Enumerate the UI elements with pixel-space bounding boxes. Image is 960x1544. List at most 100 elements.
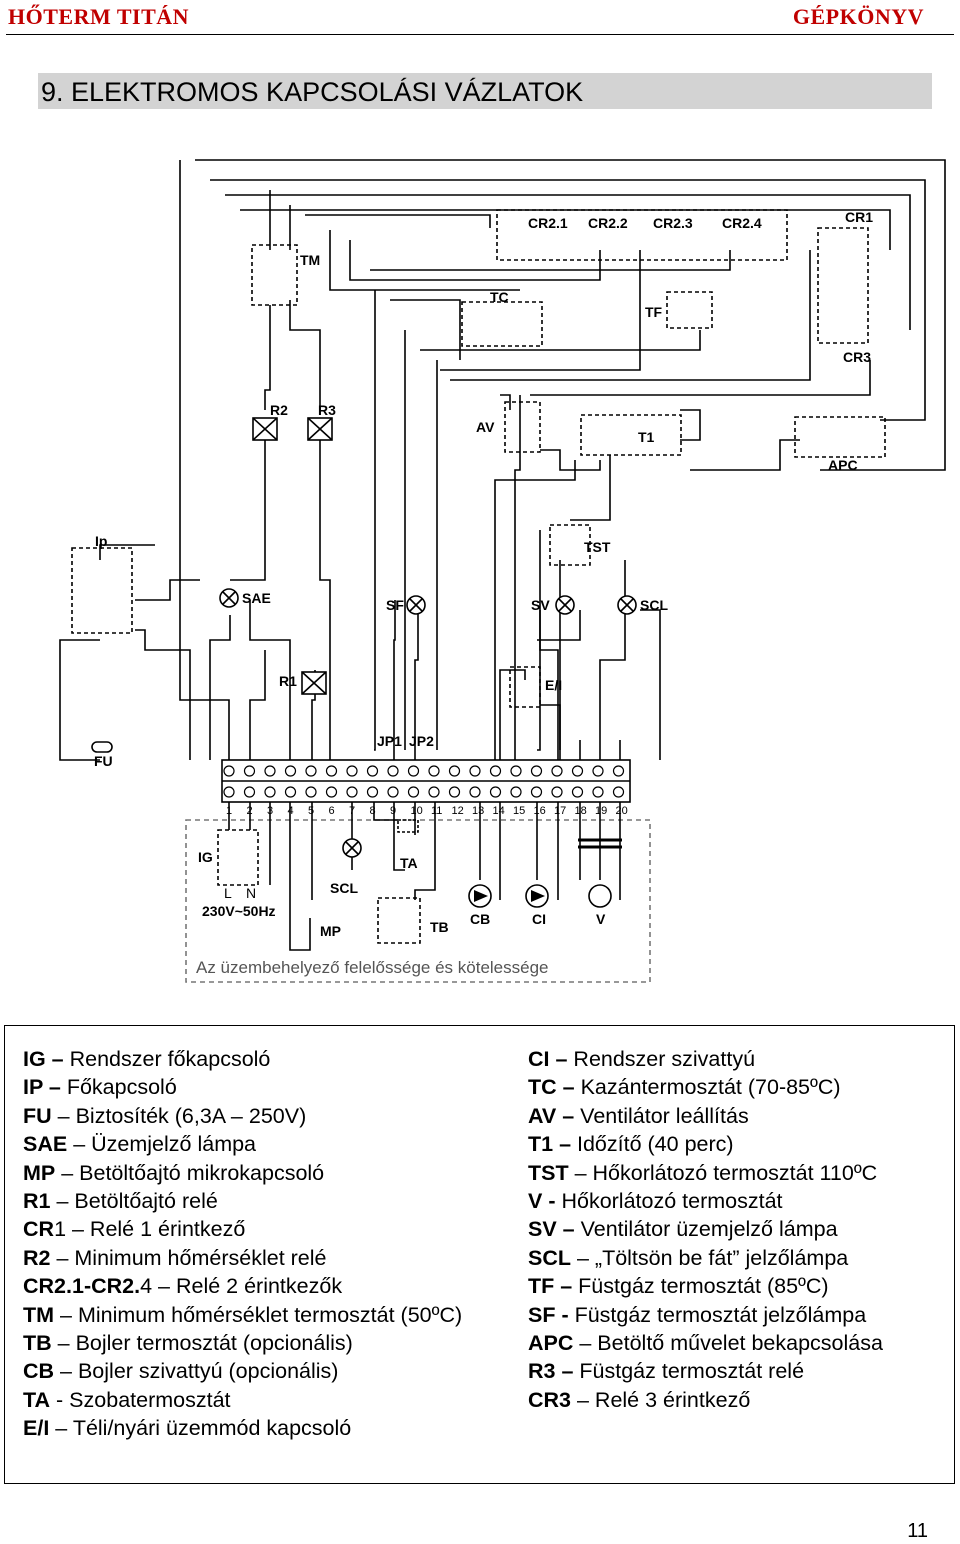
terminal-screw-bottom	[284, 786, 297, 798]
legend-text: – Betöltőajtó relé	[50, 1189, 218, 1213]
tf-label: TF	[645, 304, 663, 320]
r1-label: R1	[279, 673, 297, 689]
legend-code: R3 –	[528, 1359, 574, 1384]
terminal-number: 9	[390, 805, 396, 817]
legend-code: SV –	[528, 1217, 575, 1242]
cr2-3-label: CR2.3	[653, 215, 693, 231]
installer-note: Az üzembehelyező felelőssége és köteless…	[196, 958, 549, 977]
legend-entry: TB – Bojler termosztát (opcionális)	[23, 1330, 353, 1356]
terminal-screw-top	[510, 765, 522, 777]
legend-code: CR	[23, 1217, 55, 1242]
cr2-1-label: CR2.1	[528, 215, 568, 231]
terminal-number: 6	[329, 805, 335, 817]
tb-label: TB	[430, 919, 449, 935]
mp-label: MP	[320, 923, 341, 939]
terminal-number: 10	[411, 805, 423, 817]
terminal-screw-bottom	[223, 786, 235, 798]
legend-text: Kazántermosztát (70-85ºC)	[574, 1075, 841, 1100]
legend-code: FU	[23, 1103, 52, 1128]
legend-entry: MP – Betöltőajtó mikrokapcsoló	[23, 1160, 324, 1186]
n-label: N	[246, 885, 256, 901]
tst-label: TST	[584, 539, 611, 555]
terminal-screw-top	[284, 765, 297, 777]
terminal-screw-bottom	[366, 786, 379, 798]
legend-entry: TF – Füstgáz termosztát (85ºC)	[528, 1273, 829, 1299]
header-left: HŐTERM TITÁN	[8, 4, 190, 29]
sae-label: SAE	[242, 590, 271, 606]
terminal-screw-top	[264, 765, 276, 777]
legend-entry: FU – Biztosíték (6,3A – 250V)	[23, 1103, 306, 1129]
legend-entry: CR3 – Relé 3 érintkező	[528, 1387, 750, 1413]
legend-code: CR3	[528, 1387, 572, 1412]
scl-label: SCL	[640, 597, 668, 613]
legend-code: IG –	[23, 1047, 64, 1071]
legend-entry: R3 – Füstgáz termosztát relé	[528, 1358, 804, 1384]
av-label: AV	[476, 419, 495, 435]
terminal-number: 13	[472, 805, 484, 817]
cr2-4-label: CR2.4	[722, 215, 762, 231]
legend-text: Ventilátor üzemjelző lámpa	[574, 1217, 838, 1242]
cr2-2-label: CR2.2	[588, 215, 628, 231]
legend-entry: SF - Füstgáz termosztát jelzőlámpa	[528, 1302, 866, 1328]
terminal-screw-top	[489, 765, 502, 777]
terminal-number: 20	[616, 805, 628, 817]
legend-code: TST	[528, 1160, 569, 1185]
legend-entry: TM – Minimum hőmérséklet termosztát (50º…	[23, 1302, 462, 1328]
terminal-screw-top	[223, 765, 235, 777]
terminal-screw-top	[551, 765, 563, 777]
legend-text: 4 – Relé 2 érintkezők	[140, 1274, 343, 1299]
legend-text: – Bojler szivattyú (opcionális)	[54, 1359, 339, 1384]
legend-text: – Bojler termosztát (opcionális)	[51, 1331, 353, 1355]
terminal-screw-top	[366, 765, 379, 777]
legend-entry: APC – Betöltő művelet bekapcsolása	[528, 1330, 883, 1356]
tm-label: TM	[300, 252, 320, 268]
legend-entry: IG – Rendszer főkapcsoló	[23, 1046, 270, 1072]
legend-entry: CR2.1-CR2.4 – Relé 2 érintkezők	[23, 1273, 342, 1299]
cr3-label: CR3	[843, 349, 871, 365]
terminal-number: 14	[493, 805, 505, 817]
legend-text: 1 – Relé 1 érintkező	[54, 1217, 246, 1242]
legend-entry: TC – Kazántermosztát (70-85ºC)	[528, 1074, 841, 1100]
cr1-label: CR1	[845, 209, 873, 225]
legend-text: – Üzemjelző lámpa	[67, 1132, 257, 1157]
legend-entry: TA - Szobatermosztát	[23, 1387, 231, 1413]
legend-entry: SAE – Üzemjelző lámpa	[23, 1131, 256, 1157]
legend-entry: CR1 – Relé 1 érintkező	[23, 1216, 245, 1242]
legend-code: TC –	[528, 1075, 575, 1100]
terminal-screw-top	[612, 765, 625, 777]
apc-label: APC	[828, 457, 858, 473]
page-number: 11	[907, 1520, 928, 1542]
terminal-screw-bottom	[428, 786, 440, 798]
legend-text: Rendszer szivattyú	[567, 1047, 756, 1071]
legend-text: - Szobatermosztát	[50, 1387, 231, 1412]
terminal-screw-bottom	[612, 786, 625, 798]
legend-code: IP –	[23, 1075, 61, 1100]
terminal-screw-bottom	[305, 786, 317, 798]
jp2-label: JP2	[409, 733, 434, 749]
terminal-number: 7	[349, 805, 355, 817]
ei-label: E/I	[545, 677, 562, 693]
r3-label: R3	[318, 402, 336, 418]
terminal-screw-bottom	[407, 786, 420, 798]
ta-label: TA	[400, 855, 418, 871]
legend-text: Hőkorlátozó termosztát	[555, 1189, 783, 1213]
terminal-number: 5	[308, 805, 314, 817]
legend-entry: SCL – „Töltsön be fát” jelzőlámpa	[528, 1245, 848, 1271]
legend-text: – Biztosíték (6,3A – 250V)	[51, 1103, 307, 1128]
legend-entry: AV – Ventilátor leállítás	[528, 1103, 749, 1129]
legend-code: TF –	[528, 1274, 573, 1299]
legend-text: Időzítő (40 perc)	[571, 1132, 734, 1157]
legend-code: SAE	[23, 1132, 68, 1157]
legend-code: CR2.1-CR2.	[23, 1274, 141, 1299]
terminal-number: 17	[554, 805, 566, 817]
jp1-label: JP1	[377, 733, 402, 749]
ig-label: IG	[198, 849, 213, 865]
legend-text: – Betöltőajtó mikrokapcsoló	[55, 1160, 325, 1185]
terminal-screw-top	[469, 765, 481, 777]
legend-code: SF -	[528, 1302, 569, 1327]
terminal-number: 4	[288, 805, 294, 817]
legend-code: SCL	[528, 1245, 571, 1270]
wiring-diagram: CR2.1 CR2.2 CR2.3 CR2.4 CR1 CR3 TM TC TF…	[59, 159, 946, 983]
